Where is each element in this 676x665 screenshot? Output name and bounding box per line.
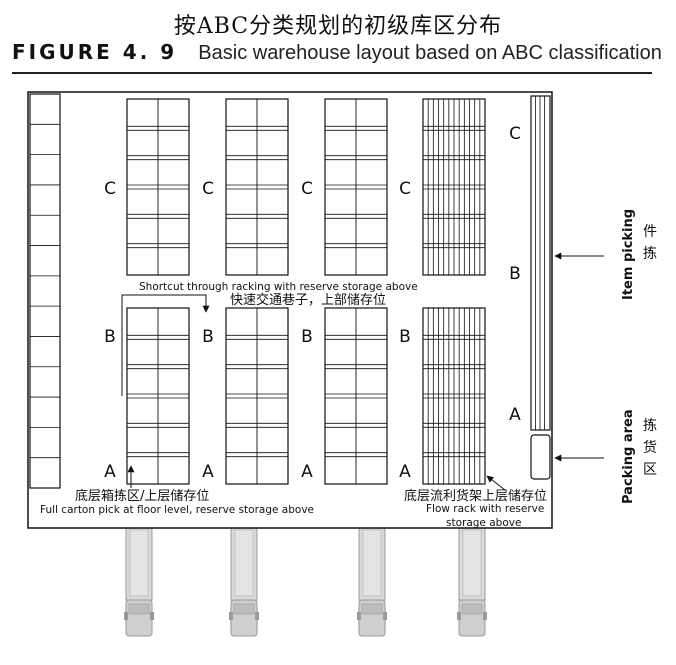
truck [124, 527, 154, 637]
zone-letter-c: C [104, 179, 116, 199]
carton-rack-block [324, 98, 388, 276]
carton-rack-block [126, 307, 190, 485]
shortcut-arrow [121, 294, 210, 396]
zone-letters: C C C C C B B B B B A A A A A [104, 124, 521, 482]
dock-trucks [124, 527, 487, 637]
packing-area-label-cn-3: 区 [643, 462, 657, 478]
zone-letter-b: B [104, 327, 116, 347]
item-picking-label-cn-1: 件 [643, 224, 657, 240]
packing-area-label-en: Packing area [621, 409, 636, 504]
carton-rack-block [225, 98, 289, 276]
zone-letter-c: C [509, 124, 521, 144]
shortcut-label-cn: 快速交通巷子，上部储存位 [230, 292, 386, 308]
truck [457, 527, 487, 637]
shortcut-label-en: Shortcut through racking with reserve st… [139, 281, 418, 293]
zone-letter-b: B [399, 327, 411, 347]
zone-letter-a: A [301, 462, 313, 482]
flow-rack-block [422, 307, 486, 485]
flow-rack-label-en-1: Flow rack with reserve [426, 503, 544, 515]
truck [229, 527, 259, 637]
zone-letter-c: C [399, 179, 411, 199]
flow-rack-label-en-2: storage above [446, 517, 521, 529]
wall-storage-column [29, 93, 61, 489]
carton-rack-block [126, 98, 190, 276]
zone-letter-a: A [399, 462, 411, 482]
packing-station [530, 434, 551, 480]
zone-letter-b: B [301, 327, 313, 347]
item-picking-label-cn-2: 拣 [643, 246, 657, 262]
flow-rack-label-cn: 底层流利货架上层储存位 [404, 488, 547, 504]
zone-letter-a: A [202, 462, 214, 482]
packing-area-label-cn-2: 货 [643, 439, 657, 456]
figure-header: FIGURE 4. 9 Basic warehouse layout based… [12, 40, 662, 65]
carton-rack-block [324, 307, 388, 485]
zone-letter-a: A [509, 405, 521, 425]
chinese-title: 按ABC分类规划的初级库区分布 [173, 14, 503, 39]
zone-letter-a: A [104, 462, 116, 482]
truck [357, 527, 387, 637]
figure-caption: Basic warehouse layout based on ABC clas… [198, 42, 662, 64]
packing-area-label-cn-1: 拣 [643, 418, 657, 434]
header-rule [12, 72, 652, 74]
item-picking-label-en: Item picking [621, 209, 636, 300]
flow-rack-arrow [486, 475, 506, 491]
zone-letter-b: B [509, 264, 521, 284]
figure-label: FIGURE 4. 9 [12, 40, 178, 64]
full-carton-label-cn: 底层箱拣区/上层储存位 [75, 488, 209, 504]
carton-rack-block [225, 307, 289, 485]
zone-letter-b: B [202, 327, 214, 347]
full-carton-label-en: Full carton pick at floor level, reserve… [40, 504, 314, 516]
item-picking-shelving [530, 95, 551, 431]
zone-letter-c: C [202, 179, 214, 199]
rack-blocks [126, 98, 486, 485]
zone-letter-c: C [301, 179, 313, 199]
flow-rack-block [422, 98, 486, 276]
